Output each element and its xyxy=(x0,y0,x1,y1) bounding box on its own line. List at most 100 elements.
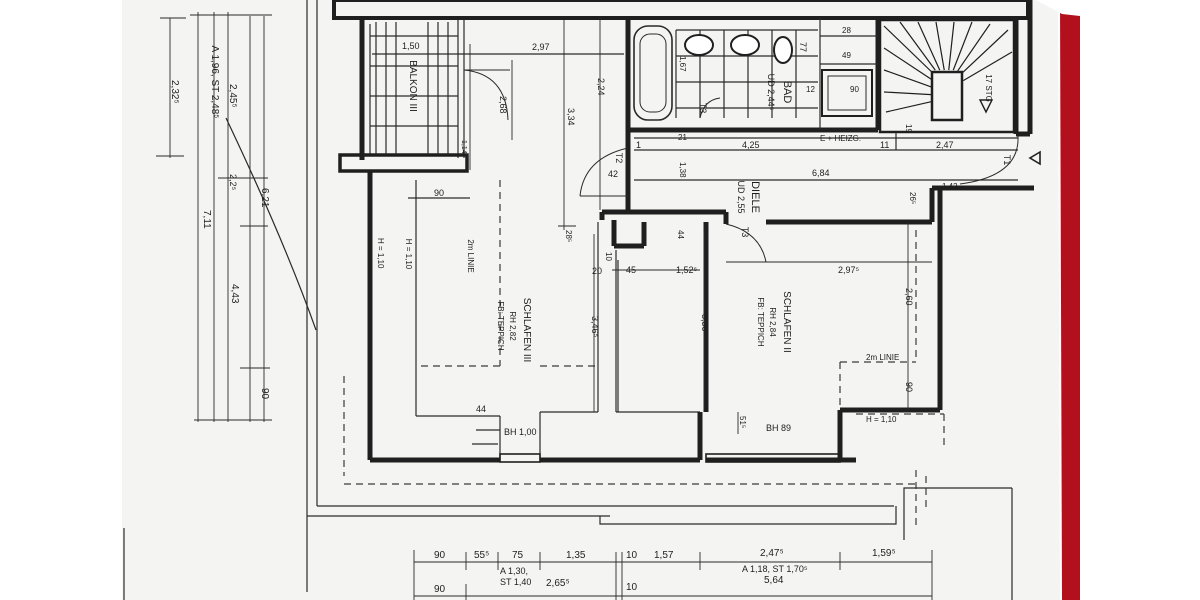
door-label-t3-bad: T3 xyxy=(698,103,708,114)
room-height-bad: UD 2,44⁵ xyxy=(766,74,776,111)
entrance-arrow-icon xyxy=(1028,150,1041,166)
dim-label: 55⁵ xyxy=(474,550,489,561)
stair-tread xyxy=(883,91,932,96)
room-height-schlafen-2: RH 2,84 xyxy=(768,307,777,337)
dim-label: 26⁵ xyxy=(908,192,917,204)
washbasin-icon xyxy=(684,34,714,56)
dim-label: 20 xyxy=(592,266,602,276)
dim-label: 28⁵ xyxy=(564,230,573,242)
room-height-diele: UD 2,55 xyxy=(736,180,746,213)
dimension-labels: 1,50 2,97 2,68 2,24 3,34 1,67 12 90 28 4… xyxy=(169,26,958,595)
dim-label: 1,67 xyxy=(678,56,687,72)
dim-label: 90 xyxy=(850,85,859,94)
stair-tread xyxy=(935,21,945,71)
bathroom xyxy=(625,18,881,133)
bathroom-tiles xyxy=(675,29,818,118)
binder-edge xyxy=(1060,0,1080,600)
dim-label: 3,46⁵ xyxy=(590,316,600,338)
plan-notes: E + HEIZG. 17 STG 2m LINIE 2m LINIE H = … xyxy=(209,46,1012,437)
note-2m-line-right: 2m LINIE xyxy=(866,353,899,362)
room-label-schlafen-2: SCHLAFEN II xyxy=(781,291,792,353)
room-floor-schlafen-2: FB: TEPPICH xyxy=(756,297,765,346)
staircase xyxy=(878,0,1033,137)
dim-label: 77 xyxy=(798,42,808,52)
bottom-dimension-chain xyxy=(413,550,933,600)
paper-corner xyxy=(1036,0,1080,16)
dim-label: 2,97⁵ xyxy=(838,265,860,275)
note-stair-count: 17 STG xyxy=(984,74,993,102)
dim-label: 2,47 xyxy=(936,140,954,150)
dim-label: 1,59⁵ xyxy=(872,548,896,559)
dim-label: 2,47⁵ xyxy=(760,548,784,559)
dim-label: A 1,18, ST 1,70⁵ xyxy=(742,564,808,574)
dim-label: 10 xyxy=(604,252,613,261)
stair-tread xyxy=(899,21,936,71)
dim-label: 45 xyxy=(626,265,636,275)
room-label-bad: BAD xyxy=(781,81,793,104)
dim-label: 44 xyxy=(476,404,486,414)
outer-boundary xyxy=(123,0,1013,600)
stair-tread xyxy=(883,47,932,80)
dim-label: 90 xyxy=(259,388,270,400)
dim-label: ST 1,40 xyxy=(500,577,531,587)
bathtub xyxy=(633,25,673,121)
dim-label: 2,65⁵ xyxy=(546,578,570,589)
dim-label: 75 xyxy=(512,550,524,561)
dim-label: 51⁵ xyxy=(738,416,747,428)
balcony-railing xyxy=(370,22,458,154)
dim-label: 4,25 xyxy=(742,140,760,150)
stair-steps xyxy=(883,21,1013,113)
note-bh-right: BH 89 xyxy=(766,423,791,433)
stair-tread xyxy=(961,29,1009,74)
shower-tray xyxy=(821,69,873,117)
left-dimension-column xyxy=(156,12,317,422)
dim-label: 1,38 xyxy=(678,162,687,178)
door-label-t3-schlafen: T3 xyxy=(740,227,750,238)
dim-label: 6,84 xyxy=(812,168,830,178)
dim-label: 2,60 xyxy=(904,288,914,306)
stair-tread xyxy=(883,25,932,72)
stair-tread xyxy=(883,69,932,88)
room-label-balkon: BALKON III xyxy=(407,60,418,112)
note-bh-left: BH 1,00 xyxy=(504,427,537,437)
washbasin-icon xyxy=(730,34,760,56)
dim-label: 10 xyxy=(626,550,638,561)
dim-label: 2,2⁵ xyxy=(228,174,238,191)
dim-label: H = 1,10 xyxy=(376,238,385,269)
door-label-t1: T1 xyxy=(1002,155,1012,166)
toilet-icon xyxy=(773,36,793,64)
stair-tread xyxy=(952,21,973,71)
stair-tread xyxy=(948,21,955,71)
room-height-schlafen-3: RH 2,82 xyxy=(508,311,517,341)
note-heizung: E + HEIZG. xyxy=(820,134,861,143)
dim-label: 3,50 xyxy=(700,314,710,332)
dim-label: 90 xyxy=(434,550,446,561)
dim-label: 2,24 xyxy=(596,78,606,96)
dim-label: 44 xyxy=(676,230,685,239)
dim-label: 19 xyxy=(904,124,913,133)
window-bh-89 xyxy=(705,453,841,463)
dim-label: 1,50 xyxy=(402,41,420,51)
dim-label: 2,68 xyxy=(498,96,508,114)
room-labels: BALKON III BAD UD 2,44⁵ DIELE UD 2,55 SC… xyxy=(407,60,793,362)
stair-well xyxy=(930,70,964,122)
dim-label: 10 xyxy=(626,582,638,593)
bedroom-schlafen-2 xyxy=(343,188,945,530)
dim-label: 49 xyxy=(842,51,851,60)
dim-label: 4,43 xyxy=(229,284,240,304)
dim-label: 28 xyxy=(842,26,851,35)
door-label-t2: T2 xyxy=(614,153,624,164)
stair-tread xyxy=(957,23,991,72)
dim-label: 90 xyxy=(434,188,444,198)
dim-label: 90 xyxy=(434,584,446,595)
dim-label: 7,11 xyxy=(201,210,212,229)
dim-label: 1,52⁵ xyxy=(676,265,698,275)
dim-label: 90 xyxy=(904,382,914,392)
dim-label: 6,21 xyxy=(259,188,270,208)
paper-sheet xyxy=(122,0,1060,600)
stair-direction-arrow xyxy=(978,99,994,114)
note-h110-right: H = 1,10 xyxy=(866,415,897,424)
stair-tread xyxy=(917,21,941,71)
